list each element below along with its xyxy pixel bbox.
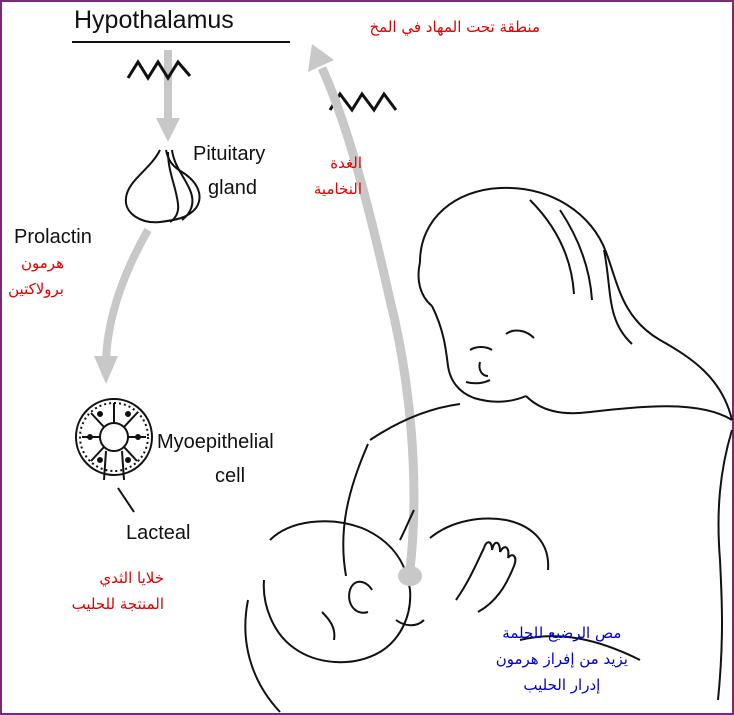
pituitary-arabic-line1: الغدة xyxy=(314,150,362,176)
hypothalamus-label: Hypothalamus xyxy=(74,6,234,35)
lacteal-arabic-label: خلايا الثدي المنتجة للحليب xyxy=(72,565,164,617)
zigzag-signal-icon xyxy=(128,62,190,78)
nipple-contact xyxy=(398,566,422,586)
lacteal-label: Lacteal xyxy=(126,522,191,545)
myoepithelial-label-line2: cell xyxy=(215,465,245,488)
prolactin-arabic-label: هرمون برولاكتين xyxy=(8,250,64,302)
pituitary-gland-icon xyxy=(126,150,200,222)
arrow-nipple-to-hypothalamus xyxy=(308,44,414,570)
lacteal-arabic-line2: المنتجة للحليب xyxy=(72,591,164,617)
suckling-arabic-line2: يزيد من إفراز هرمون xyxy=(496,646,628,672)
hypothalamus-arabic-label: منطقة تحت المهاد في المخ xyxy=(370,18,541,36)
arrow-pituitary-to-breast xyxy=(94,230,148,384)
pituitary-arabic-line2: النخامية xyxy=(314,176,362,202)
suckling-arabic-caption: مص الرضيع للحلمة يزيد من إفراز هرمون إدر… xyxy=(496,620,628,698)
pituitary-label-line2: gland xyxy=(208,177,257,200)
pituitary-label-line1: Pituitary xyxy=(193,143,265,166)
suckling-arabic-line3: إدرار الحليب xyxy=(496,672,628,698)
alveolus-icon xyxy=(76,399,152,512)
prolactin-arabic-line2: برولاكتين xyxy=(8,276,64,302)
suckling-arabic-line1: مص الرضيع للحلمة xyxy=(496,620,628,646)
prolactin-label: Prolactin xyxy=(14,226,92,249)
prolactin-arabic-line1: هرمون xyxy=(8,250,64,276)
mother-infant-illustration xyxy=(245,188,732,712)
lacteal-arabic-line1: خلايا الثدي xyxy=(72,565,164,591)
pituitary-arabic-label: الغدة النخامية xyxy=(314,150,362,202)
myoepithelial-label-line1: Myoepithelial xyxy=(157,431,274,454)
